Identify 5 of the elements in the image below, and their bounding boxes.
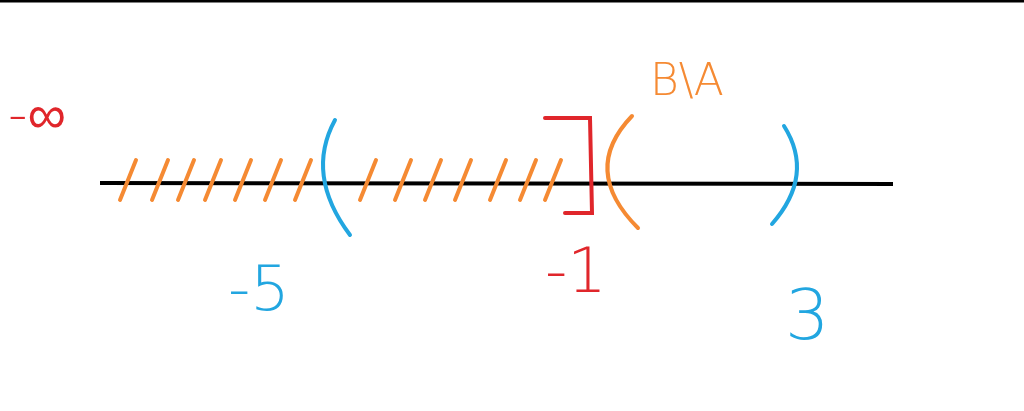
axis-value-label: B\A	[650, 58, 724, 102]
axis-value-label: -∞	[8, 88, 66, 142]
axis-value-label: -1	[545, 240, 607, 302]
axis-value-label: -5	[228, 258, 290, 320]
axis-value-label: 3	[785, 280, 830, 350]
